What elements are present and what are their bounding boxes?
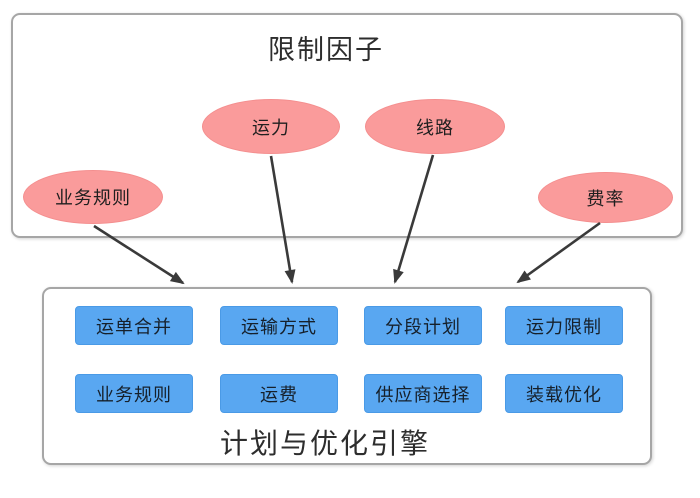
constraint-ellipse-business-rules: 业务规则 xyxy=(23,170,163,224)
constraint-ellipse-capacity: 运力 xyxy=(202,99,340,154)
engine-module-carrier-selection: 供应商选择 xyxy=(364,374,482,413)
engine-module-freight-cost: 运费 xyxy=(220,374,338,413)
engine-module-transport-mode: 运输方式 xyxy=(220,306,338,345)
engine-module-load-optimization: 装载优化 xyxy=(505,374,623,413)
engine-module-segment-planning: 分段计划 xyxy=(364,306,482,345)
engine-module-waybill-consolidation: 运单合并 xyxy=(75,306,193,345)
engine-panel-title: 计划与优化引擎 xyxy=(219,428,430,459)
engine-module-business-rules: 业务规则 xyxy=(75,374,193,413)
engine-module-capacity-constraint: 运力限制 xyxy=(505,306,623,345)
constraint-ellipse-routes: 线路 xyxy=(365,99,505,154)
constraint-ellipse-rates: 费率 xyxy=(538,172,673,223)
constraints-panel-title: 限制因子 xyxy=(268,35,384,65)
